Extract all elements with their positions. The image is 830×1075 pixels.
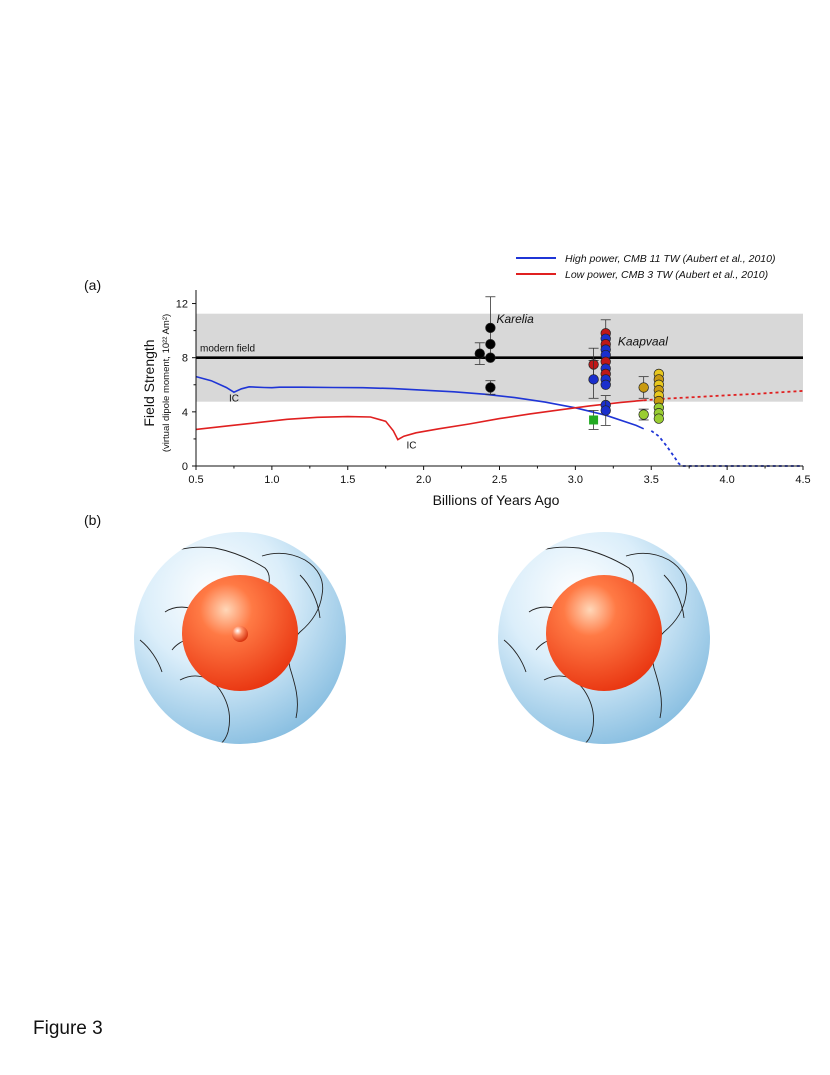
data-point (485, 382, 496, 393)
data-points (474, 296, 664, 430)
y-axis-title: Field Strength (141, 339, 157, 426)
data-point (474, 348, 485, 359)
x-tick-label: 3.5 (644, 474, 659, 486)
series-line-1 (195, 399, 644, 441)
axes: 0.5 1.0 1.5 2.0 2.5 3.0 3.5 4.0 4.5 0 4 8 12 (176, 290, 811, 486)
data-point (638, 409, 649, 420)
legend-label-high-power: High power, CMB 11 TW (Aubert et al., 20… (565, 253, 775, 265)
series-extrapolation-1 (643, 390, 804, 402)
y-axis-subtitle: (virtual dipole moment, 10²² Am²) (161, 314, 172, 452)
ic-label: IC (406, 440, 416, 451)
x-axis-title: Billions of Years Ago (433, 492, 560, 508)
data-point (600, 405, 611, 416)
panel-b-label: (b) (84, 512, 101, 528)
legend: High power, CMB 11 TW (Aubert et al., 20… (516, 253, 775, 281)
series-extrapolation-0 (650, 430, 803, 467)
x-tick-label: 2.5 (492, 474, 507, 486)
site-label: Kaapvaal (618, 335, 668, 349)
panel-a-label: (a) (84, 277, 101, 293)
series-line-0 (195, 375, 645, 430)
x-tick-label: 2.0 (416, 474, 431, 486)
data-point-square (589, 415, 599, 425)
y-tick-label: 8 (182, 353, 188, 365)
outer-core-sphere (546, 575, 662, 691)
x-tick-label: 4.5 (795, 474, 810, 486)
data-point (485, 352, 496, 363)
y-tick-label: 4 (182, 407, 188, 419)
x-tick-label: 4.0 (719, 474, 734, 486)
y-tick-label: 0 (182, 461, 188, 473)
site-label: Karelia (496, 312, 534, 326)
data-point (653, 413, 664, 424)
data-point (485, 322, 496, 334)
y-tick-label: 12 (176, 299, 188, 311)
x-tick-label: 3.0 (568, 474, 583, 486)
legend-label-low-power: Low power, CMB 3 TW (Aubert et al., 2010… (565, 269, 768, 281)
globe-without-inner-core (498, 532, 710, 744)
data-point (600, 379, 611, 390)
x-tick-label: 1.0 (264, 474, 279, 486)
figure-caption: Figure 3 (33, 1018, 103, 1039)
ic-label: IC (229, 394, 239, 405)
inner-core-sphere (232, 626, 248, 642)
data-point (638, 382, 649, 393)
modern-field-label: modern field (200, 344, 255, 355)
data-point (588, 374, 599, 385)
globe-with-inner-core (134, 532, 346, 744)
x-tick-label: 0.5 (188, 474, 203, 486)
x-tick-label: 1.5 (340, 474, 355, 486)
data-point (485, 339, 496, 350)
